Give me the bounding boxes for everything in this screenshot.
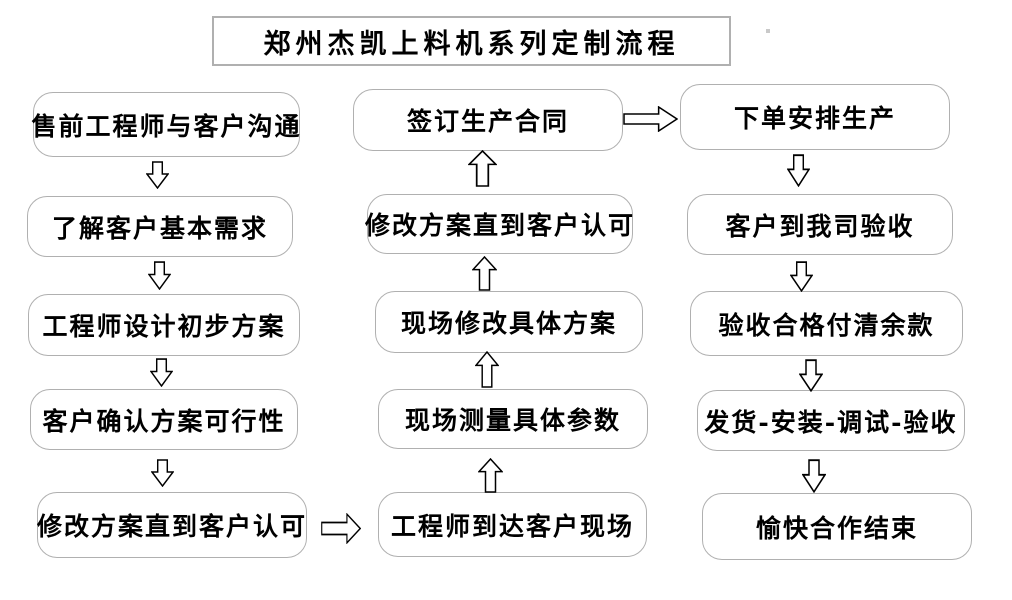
right-arrow-icon: [623, 106, 678, 132]
step-revise-until-approved-onsite: 修改方案直到客户认可: [365, 194, 633, 254]
down-arrow-icon: [799, 359, 823, 392]
down-arrow-icon: [150, 358, 173, 387]
step-presale-communication: 售前工程师与客户沟通: [32, 92, 300, 157]
down-arrow-icon: [787, 154, 810, 187]
up-arrow-icon: [478, 458, 503, 493]
down-arrow-icon: [790, 261, 813, 292]
up-arrow-icon: [472, 256, 497, 291]
up-arrow-icon: [475, 351, 499, 388]
diagram-title: 郑州杰凯上料机系列定制流程: [212, 16, 731, 66]
step-ship-install-debug-accept: 发货-安装-调试-验收: [697, 390, 965, 451]
up-arrow-icon: [468, 150, 497, 187]
down-arrow-icon: [802, 459, 826, 493]
step-understand-needs: 了解客户基本需求: [27, 196, 293, 257]
right-arrow-icon: [321, 513, 361, 544]
step-engineer-arrives-onsite: 工程师到达客户现场: [378, 492, 647, 557]
down-arrow-icon: [146, 161, 169, 189]
step-sign-contract: 签订生产合同: [353, 89, 623, 151]
step-onsite-revision: 现场修改具体方案: [375, 291, 643, 353]
step-initial-design: 工程师设计初步方案: [28, 294, 300, 356]
step-revise-until-approved-pre: 修改方案直到客户认可: [37, 492, 307, 558]
down-arrow-icon: [151, 459, 174, 487]
step-order-production: 下单安排生产: [680, 84, 950, 150]
step-confirm-feasibility: 客户确认方案可行性: [30, 389, 298, 450]
step-customer-acceptance-visit: 客户到我司验收: [687, 194, 953, 255]
stray-dot: [766, 29, 770, 33]
step-pay-balance: 验收合格付清余款: [690, 291, 963, 356]
step-cooperation-end: 愉快合作结束: [702, 493, 972, 560]
step-onsite-measurement: 现场测量具体参数: [378, 389, 648, 449]
down-arrow-icon: [148, 261, 171, 290]
